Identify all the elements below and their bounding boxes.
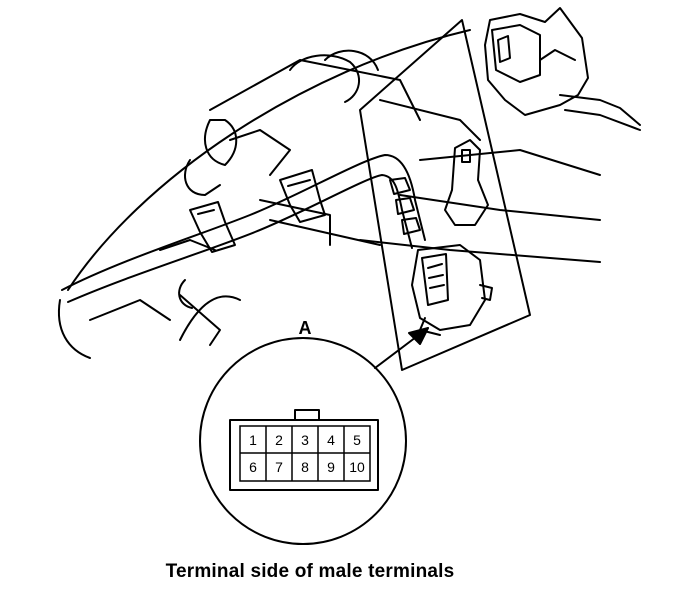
mounting-clip	[444, 139, 489, 226]
pin-grid	[239, 425, 371, 482]
harness-clamp-left	[189, 201, 236, 253]
harness-sleeve	[389, 177, 421, 235]
pin-5-label: 5	[353, 432, 361, 448]
reference-lines	[269, 149, 601, 263]
pin-6-label: 6	[249, 459, 257, 475]
pin-9-label: 9	[327, 459, 335, 475]
callout-letter-a: A	[299, 318, 312, 338]
connector-a-body	[411, 244, 493, 336]
bracket-panel	[359, 19, 531, 371]
pin-3-label: 3	[301, 432, 309, 448]
pin-10-label: 10	[349, 459, 365, 475]
pin-2-label: 2	[275, 432, 283, 448]
pin-4-label: 4	[327, 432, 335, 448]
pin-8-label: 8	[301, 459, 309, 475]
harness-clamp-middle	[279, 169, 326, 223]
engine-body-outline	[57, 29, 481, 359]
wire-harness	[61, 154, 426, 303]
pin-1-label: 1	[249, 432, 257, 448]
callout-circle	[199, 337, 407, 545]
pin-7-label: 7	[275, 459, 283, 475]
upper-sensor-connector	[484, 7, 641, 131]
pin-labels: 1 2 3 4 5 6 7 8 9 10	[249, 432, 365, 475]
callout-arrow	[374, 327, 429, 369]
diagram-caption: Terminal side of male terminals	[165, 561, 455, 582]
connector-face	[229, 409, 379, 491]
